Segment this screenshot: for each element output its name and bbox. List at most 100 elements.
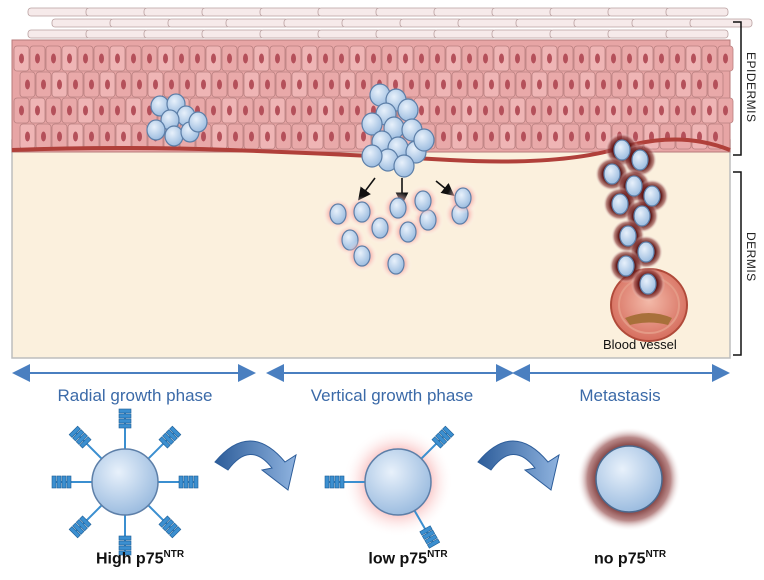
skin-nucleus bbox=[563, 53, 568, 64]
skin-nucleus bbox=[697, 131, 702, 142]
skin-nucleus bbox=[633, 79, 638, 90]
keratin-flake bbox=[201, 7, 265, 17]
skin-nucleus bbox=[435, 105, 440, 116]
skin-nucleus bbox=[611, 105, 616, 116]
skin-nucleus bbox=[451, 105, 456, 116]
keratin-flake bbox=[549, 29, 613, 39]
keratin-flake bbox=[689, 18, 753, 28]
keratin-flake bbox=[143, 29, 207, 39]
epidermis-label: EPIDERMIS bbox=[744, 52, 758, 123]
skin-nucleus bbox=[233, 79, 238, 90]
skin-nucleus bbox=[691, 105, 696, 116]
keratin-flake bbox=[607, 29, 671, 39]
skin-nucleus bbox=[393, 79, 398, 90]
keratin-flake bbox=[375, 7, 439, 17]
keratin-flake bbox=[109, 18, 173, 28]
no-p75-label: no p75NTR bbox=[593, 549, 667, 568]
skin-nucleus bbox=[307, 105, 312, 116]
skin-nucleus bbox=[579, 105, 584, 116]
skin-nucleus bbox=[675, 105, 680, 116]
tumor-cell bbox=[371, 217, 389, 239]
skin-nucleus bbox=[265, 131, 270, 142]
tumor-cell bbox=[353, 245, 371, 267]
tumor-cell bbox=[603, 163, 621, 185]
skin-nucleus bbox=[425, 79, 430, 90]
tumor-cell bbox=[617, 255, 635, 277]
keratin-flake bbox=[143, 7, 207, 17]
skin-nucleus bbox=[73, 131, 78, 142]
skin-nucleus bbox=[569, 79, 574, 90]
tumor-cell bbox=[613, 139, 631, 161]
skin-nucleus bbox=[569, 131, 574, 142]
keratin-flake bbox=[201, 29, 265, 39]
skin-nucleus bbox=[473, 131, 478, 142]
radial-phase-label: Radial growth phase bbox=[57, 386, 213, 405]
tumor-cell bbox=[399, 221, 417, 243]
skin-nucleus bbox=[179, 53, 184, 64]
high-p75-label: High p75NTR bbox=[95, 549, 185, 568]
skin-nucleus bbox=[57, 131, 62, 142]
skin-nucleus bbox=[553, 131, 558, 142]
skin-nucleus bbox=[195, 53, 200, 64]
keratin-flake bbox=[607, 7, 671, 17]
skin-nucleus bbox=[505, 79, 510, 90]
skin-nucleus bbox=[345, 79, 350, 90]
skin-nucleus bbox=[643, 105, 648, 116]
keratin-flake bbox=[457, 18, 521, 28]
tumor-cell bbox=[625, 175, 643, 197]
skin-nucleus bbox=[515, 53, 520, 64]
no-p75-cell bbox=[577, 427, 681, 531]
skin-nucleus bbox=[419, 53, 424, 64]
keratin-flake bbox=[341, 18, 405, 28]
skin-nucleus bbox=[67, 53, 72, 64]
skin-nucleus bbox=[137, 79, 142, 90]
skin-nucleus bbox=[291, 53, 296, 64]
skin-nucleus bbox=[249, 131, 254, 142]
skin-nucleus bbox=[489, 131, 494, 142]
layer-brackets bbox=[733, 21, 742, 356]
skin-nucleus bbox=[275, 53, 280, 64]
tumor-cell bbox=[414, 190, 432, 212]
skin-nucleus bbox=[99, 53, 104, 64]
skin-nucleus bbox=[531, 53, 536, 64]
keratin-flake bbox=[375, 29, 439, 39]
skin-nucleus bbox=[521, 131, 526, 142]
skin-nucleus bbox=[339, 53, 344, 64]
skin-nucleus bbox=[601, 79, 606, 90]
tumor-cell bbox=[353, 201, 371, 223]
skin-nucleus bbox=[601, 131, 606, 142]
vertical-tumor-cluster bbox=[361, 83, 435, 178]
skin-nucleus bbox=[265, 79, 270, 90]
skin-nucleus bbox=[361, 79, 366, 90]
skin-nucleus bbox=[83, 53, 88, 64]
skin-nucleus bbox=[499, 53, 504, 64]
skin-nucleus bbox=[537, 79, 542, 90]
skin-nucleus bbox=[435, 53, 440, 64]
skin-nucleus bbox=[451, 53, 456, 64]
skin-nucleus bbox=[547, 53, 552, 64]
skin-nucleus bbox=[483, 105, 488, 116]
skin-nucleus bbox=[585, 79, 590, 90]
keratin-flake bbox=[85, 7, 149, 17]
skin-nucleus bbox=[579, 53, 584, 64]
low-p75-label: low p75NTR bbox=[368, 549, 448, 568]
blood-vessel-label: Blood vessel bbox=[603, 337, 677, 352]
skin-nucleus bbox=[361, 131, 366, 142]
skin-nucleus bbox=[89, 131, 94, 142]
keratin-flake bbox=[259, 7, 323, 17]
skin-nucleus bbox=[531, 105, 536, 116]
skin-nucleus bbox=[355, 53, 360, 64]
keratin-flake bbox=[491, 7, 555, 17]
skin-nucleus bbox=[595, 53, 600, 64]
vertical-phase-label: Vertical growth phase bbox=[310, 386, 474, 405]
skin-nucleus bbox=[297, 79, 302, 90]
skin-nucleus bbox=[595, 105, 600, 116]
skin-nucleus bbox=[51, 53, 56, 64]
skin-nucleus bbox=[723, 53, 728, 64]
skin-nucleus bbox=[467, 105, 472, 116]
skin-nucleus bbox=[707, 105, 712, 116]
skin-nucleus bbox=[723, 105, 728, 116]
skin-nucleus bbox=[355, 105, 360, 116]
skin-nucleus bbox=[371, 53, 376, 64]
